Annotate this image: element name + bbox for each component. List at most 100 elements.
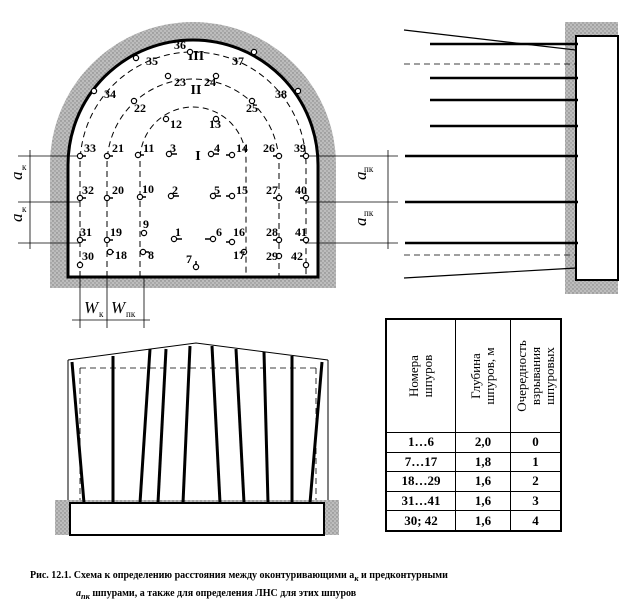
blast-hole: 41 — [295, 225, 310, 244]
blast-hole: 10 — [136, 182, 154, 201]
hole-label: 34 — [104, 87, 116, 101]
blast-hole: 1 — [170, 225, 182, 243]
hole-marker — [302, 152, 310, 160]
hole-label: 36 — [174, 38, 186, 52]
hole-label: 29 — [266, 249, 278, 263]
hole-label: 5 — [214, 183, 220, 197]
hole-label: 30 — [82, 249, 94, 263]
zone-label-1: I — [195, 149, 200, 164]
hole-label: 27 — [266, 183, 278, 197]
blast-hole: 2 — [167, 183, 179, 200]
hole-marker — [207, 150, 215, 158]
blast-hole: 11 — [134, 141, 154, 159]
hole-marker — [76, 194, 84, 202]
hole-label: 23 — [174, 75, 186, 89]
blast-hole: 5 — [209, 183, 221, 200]
blast-hole: 30 — [76, 249, 94, 269]
hole-marker — [106, 248, 114, 256]
hole-marker — [294, 87, 302, 95]
dimension-lines — [18, 150, 398, 328]
hole-marker — [130, 97, 138, 105]
hole-label: 24 — [204, 75, 216, 89]
dim-w-pk: W пк — [111, 298, 136, 319]
hole-marker — [228, 192, 236, 200]
blast-hole: 31 — [76, 225, 92, 244]
hole-label: 32 — [82, 183, 94, 197]
blast-hole: 18 — [106, 248, 127, 262]
blast-hole: 7 — [186, 252, 200, 271]
hole-marker — [240, 248, 248, 256]
dim-a-k-lower: a к — [7, 204, 27, 222]
hole-label: 33 — [84, 141, 96, 155]
front-view: III II I a к a к a пк — [7, 22, 398, 328]
hole-marker — [275, 236, 283, 244]
hole-label: 18 — [115, 248, 127, 262]
hole-marker — [302, 236, 310, 244]
hole-marker — [209, 192, 217, 200]
table-header-cell: Номера шпуров — [385, 318, 456, 433]
blast-hole: 28 — [266, 225, 283, 244]
hole-label: 1 — [175, 225, 181, 239]
hole-marker — [76, 236, 84, 244]
hole-label: 38 — [275, 87, 287, 101]
hole-marker — [209, 235, 217, 243]
hole-label: 9 — [143, 217, 149, 231]
blast-hole: 27 — [266, 183, 283, 202]
hole-marker — [134, 151, 142, 159]
blast-hole: 15 — [226, 183, 248, 200]
blast-hole: 36 — [174, 38, 194, 56]
blast-hole: 14 — [226, 141, 248, 159]
table-header-cell: Очередность взрывания шпуровых — [510, 318, 562, 433]
hole-marker — [103, 152, 111, 160]
hole-marker — [248, 97, 256, 105]
hole-label: 31 — [80, 225, 92, 239]
svg-text:a: a — [7, 214, 26, 223]
svg-text:пк: пк — [364, 164, 374, 174]
hole-label: 14 — [236, 141, 248, 155]
hole-label: 8 — [148, 248, 154, 262]
blast-hole: 39 — [294, 141, 310, 160]
hole-label: 26 — [263, 141, 275, 155]
blast-hole: 32 — [76, 183, 94, 202]
hole-label: 4 — [214, 141, 220, 155]
hole-marker — [162, 115, 170, 123]
hole-marker — [250, 48, 258, 56]
hole-label: 40 — [295, 183, 307, 197]
blast-hole: 26 — [263, 141, 283, 160]
hole-label: 10 — [142, 182, 154, 196]
table-header-row: Номера шпуров Глубина шпуров, м Очередно… — [385, 318, 562, 433]
hole-marker — [76, 152, 84, 160]
svg-text:к: к — [99, 309, 104, 319]
hole-marker — [165, 150, 173, 158]
hole-label: 7 — [186, 252, 192, 266]
hole-label: 22 — [134, 101, 146, 115]
hole-marker — [90, 87, 98, 95]
dim-a-k-upper: a к — [7, 162, 27, 180]
svg-text:W: W — [111, 298, 127, 317]
plan-view — [55, 342, 339, 536]
blast-hole-diagram: III II I a к a к a пк — [7, 22, 619, 536]
hole-marker — [186, 48, 194, 56]
hole-marker — [170, 235, 178, 243]
blast-hole: 12 — [162, 115, 182, 131]
hole-label: 35 — [146, 54, 158, 68]
hole-marker — [228, 151, 236, 159]
blast-hole: 3 — [165, 141, 177, 158]
hole-label: 11 — [143, 141, 154, 155]
hole-table: Номера шпуров Глубина шпуров, м Очередно… — [385, 318, 562, 532]
hole-marker — [103, 236, 111, 244]
blast-hole: 9 — [140, 217, 149, 237]
svg-text:к: к — [22, 162, 27, 172]
hole-marker — [136, 193, 144, 201]
blast-hole: 17 — [233, 248, 248, 262]
hole-label: 6 — [216, 225, 222, 239]
blast-hole: 34 — [90, 87, 116, 101]
hole-label: 19 — [110, 225, 122, 239]
hole-marker — [167, 192, 175, 200]
blast-hole: 20 — [103, 183, 124, 202]
hole-marker — [140, 229, 148, 237]
hole-marker — [76, 261, 84, 269]
